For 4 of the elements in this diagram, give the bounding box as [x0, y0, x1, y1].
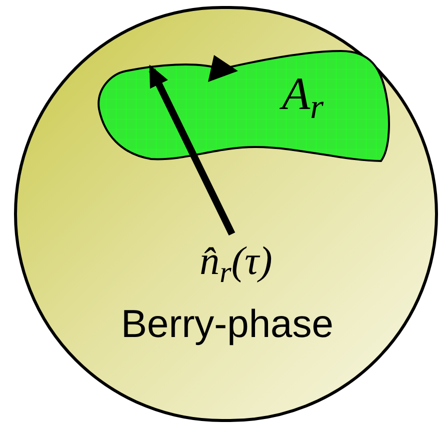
vector-arrow: [148, 64, 236, 236]
region-label: A$_{r}$: [282, 71, 324, 117]
vector-label: n̂$_{r}$(τ): [171, 235, 301, 287]
sphere-label: Berry-phase: [121, 305, 334, 344]
